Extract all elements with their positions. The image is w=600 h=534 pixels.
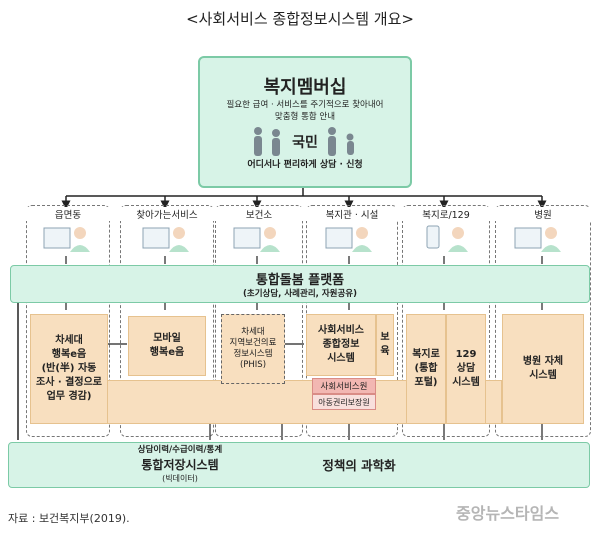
worker-icon: [233, 227, 280, 252]
citizen-group: 국민: [248, 125, 362, 159]
social-service-institute: 사회서비스원: [312, 378, 376, 394]
hospital-own-system: 병원 자체 시스템: [502, 314, 584, 424]
system-text: 차세대: [241, 327, 265, 337]
system-text: 행복e음: [149, 347, 185, 358]
system-text: 포털): [414, 377, 438, 388]
membership-bottom: 어디서나 편리하게 상담 · 신청: [247, 160, 363, 170]
storage-text: 상담이력/수급이력/통계 통합저장시스템 (빅데이터): [100, 444, 260, 484]
diagram-title: <사회서비스 종합정보시스템 개요>: [186, 10, 414, 28]
worker-icon: [325, 227, 372, 252]
column-label: 병원: [495, 207, 591, 221]
column-label: 복지관 · 시설: [306, 207, 398, 221]
system-text: 시스템: [452, 377, 480, 388]
family-icon: [254, 127, 281, 156]
worker-icon: [43, 227, 90, 252]
platform-heading: 통합돌봄 플랫폼: [255, 272, 345, 288]
integrated-storage-system: [8, 442, 590, 488]
social-service-info-system: 사회서비스 종합정보 시스템: [306, 314, 376, 376]
family-icon: [327, 127, 354, 156]
phis-system: 차세대 지역보건의료 정보시스템 (PHIS): [221, 314, 285, 384]
system-text: 업무 경감): [46, 391, 92, 402]
worker-icon: [142, 227, 189, 252]
column-label: 보건소: [215, 207, 303, 221]
system-text: 모바일: [153, 333, 181, 344]
storage-line1: 상담이력/수급이력/통계: [137, 444, 223, 455]
source-note: 자료 : 보건복지부(2019).: [8, 512, 130, 525]
system-text: 조사 · 결정으로: [36, 377, 102, 388]
column-label: 복지로/129: [402, 207, 490, 221]
system-text: (통합: [414, 363, 438, 374]
platform-sub: (초기상담, 사례관리, 자원공유): [243, 288, 357, 299]
system-text: 보: [380, 332, 390, 343]
column-outreach: [120, 205, 214, 437]
membership-heading: 복지멤버십: [263, 77, 347, 98]
mobile-haengbok-eum: 모바일 행복e음: [128, 316, 206, 376]
watermark: 중앙뉴스타임스: [456, 504, 560, 523]
system-text: 종합정보: [322, 339, 360, 350]
welfare-membership-box: 복지멤버십 필요한 급여 · 서비스를 주기적으로 찾아내어 맞춤형 통합 안내…: [198, 56, 412, 188]
column-label: 찾아가는서비스: [120, 207, 214, 221]
column-health-center: [215, 205, 303, 437]
column-bokjiro-129: [402, 205, 490, 437]
system-text: 상담: [456, 363, 476, 374]
system-text: (반(半) 자동: [41, 363, 97, 374]
system-text: 시스템: [529, 370, 557, 381]
counseling-129-system: 129 상담 시스템: [446, 314, 486, 424]
citizen-label: 국민: [292, 135, 318, 151]
system-text: 사회서비스: [318, 325, 364, 336]
bokjiro-portal: 복지로 (통합 포털): [406, 314, 446, 424]
membership-line2: 맞춤형 통합 안내: [274, 112, 336, 122]
column-eupmyeondong: [26, 205, 110, 437]
storage-heading: 통합저장시스템: [141, 457, 219, 472]
system-text: 차세대: [55, 335, 83, 346]
system-text: 시스템: [327, 353, 355, 364]
integrated-care-platform: 통합돌봄 플랫폼 (초기상담, 사례관리, 자원공유): [10, 265, 590, 303]
system-text: 129: [455, 349, 477, 360]
system-text: 지역보건의료: [229, 338, 277, 348]
child-rights-institute: 아동권리보장원: [312, 394, 376, 410]
system-text: (PHIS): [239, 360, 267, 370]
storage-sub: (빅데이터): [162, 473, 198, 483]
system-text: 복지로: [412, 349, 440, 360]
system-text: 행복e음: [51, 349, 87, 360]
system-text: 병원 자체: [522, 356, 564, 367]
next-gen-haengbok-eum: 차세대 행복e음 (반(半) 자동 조사 · 결정으로 업무 경감): [30, 314, 108, 424]
phone-icon: [426, 225, 468, 252]
column-hospital: [495, 205, 591, 437]
policy-science: 정책의 과학화: [322, 457, 396, 473]
childcare-system: 보 육: [376, 314, 394, 376]
system-text: 정보시스템: [233, 349, 273, 359]
worker-icon: [514, 227, 561, 252]
system-text: 육: [380, 346, 390, 357]
column-label: 읍면동: [26, 207, 110, 221]
membership-line1: 필요한 급여 · 서비스를 주기적으로 찾아내어: [226, 100, 384, 110]
